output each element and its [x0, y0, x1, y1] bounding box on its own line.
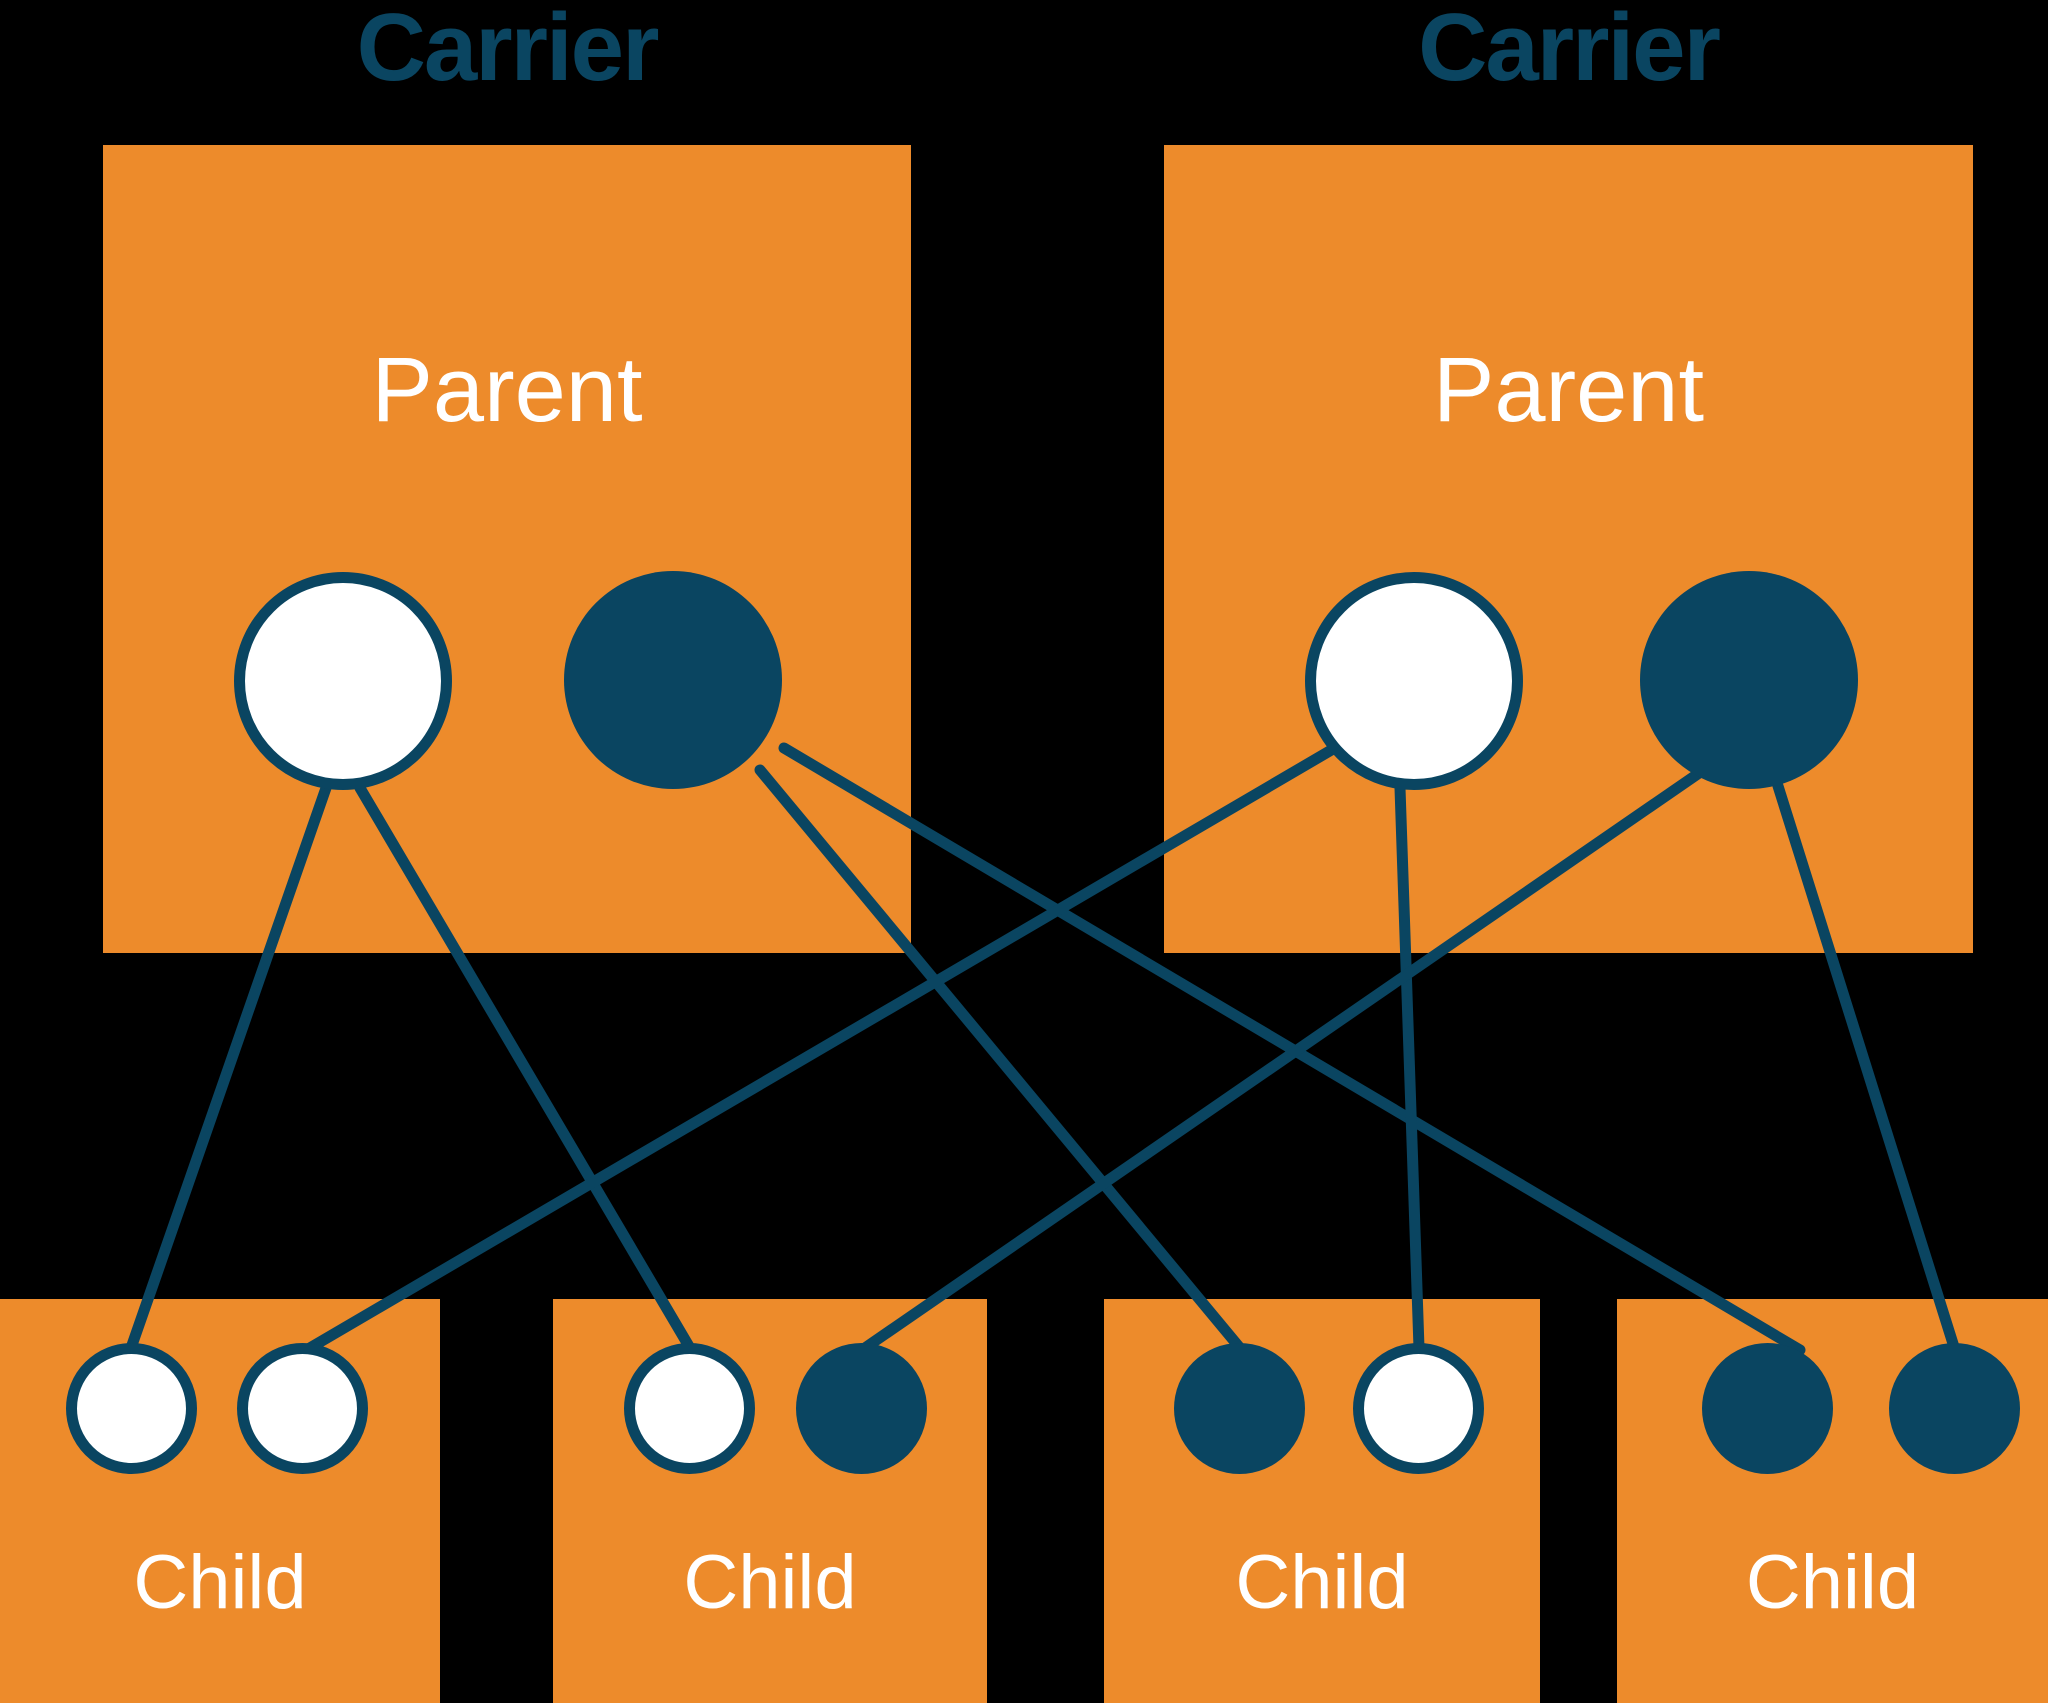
child-1-allele-2-dominant[interactable] — [237, 1343, 368, 1474]
child-1-allele-1-dominant[interactable] — [66, 1343, 197, 1474]
child-box-1 — [0, 1299, 440, 1703]
child-4-allele-1-recessive[interactable] — [1702, 1343, 1833, 1474]
parent-2-allele-2-recessive[interactable] — [1640, 571, 1858, 789]
child-3-allele-1-recessive[interactable] — [1174, 1343, 1305, 1474]
parent-2-allele-1-dominant[interactable] — [1305, 572, 1523, 790]
child-2-allele-2-recessive[interactable] — [796, 1343, 927, 1474]
child-label-3: Child — [1235, 1540, 1409, 1625]
child-box-2 — [553, 1299, 987, 1703]
parent-1-allele-2-recessive[interactable] — [564, 571, 782, 789]
child-4-allele-2-recessive[interactable] — [1889, 1343, 2020, 1474]
parent-box-left — [103, 145, 911, 953]
carrier-label-left: Carrier — [356, 0, 660, 101]
carrier-label-right: Carrier — [1418, 0, 1721, 101]
child-box-3 — [1104, 1299, 1540, 1703]
child-3-allele-2-dominant[interactable] — [1353, 1343, 1484, 1474]
parent-label-left: Parent — [371, 339, 643, 441]
child-label-2: Child — [683, 1540, 857, 1625]
child-label-4: Child — [1745, 1540, 1920, 1625]
parent-box-right — [1164, 145, 1973, 953]
parent-1-allele-1-dominant[interactable] — [234, 572, 452, 790]
child-2-allele-1-dominant[interactable] — [624, 1343, 755, 1474]
child-label-1: Child — [133, 1540, 307, 1625]
parent-label-right: Parent — [1432, 339, 1705, 441]
